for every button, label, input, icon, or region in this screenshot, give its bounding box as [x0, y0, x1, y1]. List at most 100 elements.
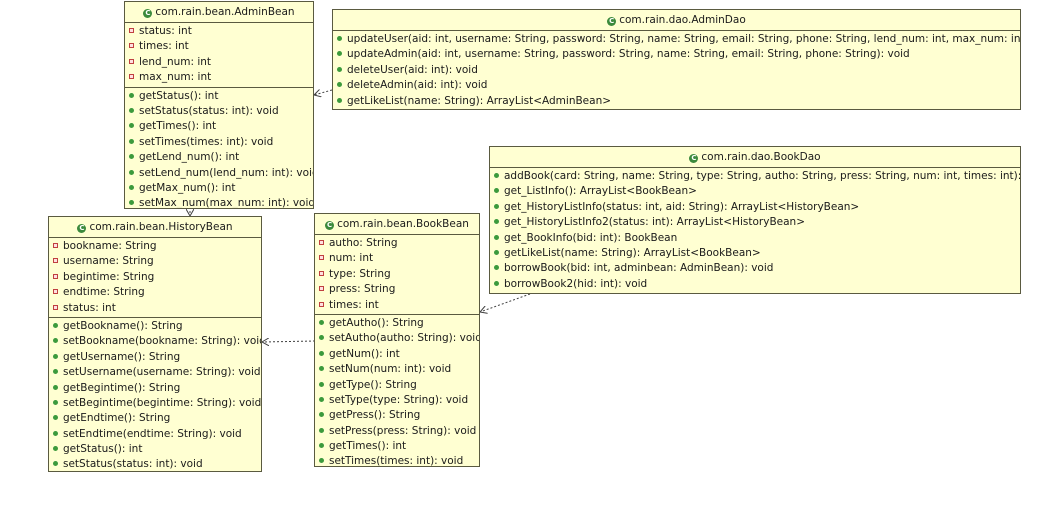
field-row[interactable]: endtime: String — [49, 285, 261, 300]
private-field-icon — [53, 243, 58, 248]
field-row[interactable]: username: String — [49, 254, 261, 269]
method-text: getUsername(): String — [63, 350, 181, 363]
public-method-icon — [319, 319, 324, 325]
method-row[interactable]: getAutho(): String — [315, 316, 479, 331]
field-row[interactable]: lend_num: int — [125, 55, 313, 70]
method-row[interactable]: setEndtime(endtime: String): void — [49, 427, 261, 442]
class-title: com.rain.dao.AdminDao — [619, 14, 746, 26]
method-row[interactable]: updateAdmin(aid: int, username: String, … — [333, 47, 1020, 62]
private-field-icon — [319, 301, 324, 307]
public-method-icon — [494, 219, 499, 225]
public-method-icon — [337, 36, 342, 41]
class-icon: C — [607, 17, 617, 26]
method-row[interactable]: get_BookInfo(bid: int): BookBean — [490, 231, 1020, 246]
field-row[interactable]: type: String — [315, 267, 479, 282]
method-row[interactable]: updateUser(aid: int, username: String, p… — [333, 32, 1020, 47]
field-text: lend_num: int — [139, 55, 212, 68]
field-text: max_num: int — [139, 71, 212, 84]
field-row[interactable]: begintime: String — [49, 270, 261, 285]
field-row[interactable]: times: int — [125, 39, 313, 54]
public-method-icon — [129, 123, 134, 129]
field-row[interactable]: status: int — [125, 24, 313, 39]
method-row[interactable]: setBookname(bookname: String): void — [49, 334, 261, 349]
public-method-icon — [129, 169, 134, 175]
method-row[interactable]: get_HistoryListInfo(status: int, aid: St… — [490, 200, 1020, 215]
public-method-icon — [53, 384, 58, 390]
method-row[interactable]: getLikeList(name: String): ArrayList<Adm… — [333, 94, 1020, 109]
field-row[interactable]: status: int — [49, 301, 261, 316]
class-icon: C — [325, 221, 335, 230]
method-text: addBook(card: String, name: String, type… — [504, 170, 1021, 182]
method-text: setStatus(status: int): void — [139, 104, 279, 117]
method-row[interactable]: getPress(): String — [315, 408, 479, 423]
field-text: press: String — [329, 283, 396, 296]
method-row[interactable]: getType(): String — [315, 378, 479, 393]
method-row[interactable]: getBegintime(): String — [49, 381, 261, 396]
method-row[interactable]: setUsername(username: String): void — [49, 365, 261, 380]
method-row[interactable]: setLend_num(lend_num: int): void — [125, 166, 313, 181]
field-row[interactable]: num: int — [315, 251, 479, 266]
method-row[interactable]: getUsername(): String — [49, 350, 261, 365]
method-row[interactable]: getNum(): int — [315, 347, 479, 362]
method-row[interactable]: addBook(card: String, name: String, type… — [490, 169, 1020, 184]
field-row[interactable]: autho: String — [315, 236, 479, 251]
methods-compartment: updateUser(aid: int, username: String, p… — [333, 31, 1020, 109]
field-row[interactable]: max_num: int — [125, 70, 313, 85]
method-row[interactable]: getTimes(): int — [125, 119, 313, 134]
public-method-icon — [129, 107, 134, 113]
public-method-icon — [53, 322, 58, 328]
method-row[interactable]: getStatus(): int — [49, 442, 261, 457]
public-method-icon — [53, 353, 58, 359]
method-row[interactable]: getStatus(): int — [125, 89, 313, 104]
method-row[interactable]: getLikeList(name: String): ArrayList<Boo… — [490, 246, 1020, 261]
method-row[interactable]: setAutho(autho: String): void — [315, 331, 479, 346]
method-text: setType(type: String): void — [329, 393, 469, 406]
field-row[interactable]: times: int — [315, 298, 479, 313]
public-method-icon — [53, 369, 58, 375]
method-row[interactable]: getBookname(): String — [49, 319, 261, 334]
private-field-icon — [53, 258, 58, 264]
method-row[interactable]: setPress(press: String): void — [315, 424, 479, 439]
class-title: com.rain.bean.BookBean — [337, 218, 469, 230]
method-row[interactable]: get_ListInfo(): ArrayList<BookBean> — [490, 184, 1020, 199]
method-row[interactable]: setTimes(times: int): void — [125, 135, 313, 150]
method-row[interactable]: setStatus(status: int): void — [125, 104, 313, 119]
method-text: getStatus(): int — [63, 443, 143, 456]
method-row[interactable]: setMax_num(max_num: int): void — [125, 196, 313, 208]
field-text: times: int — [139, 40, 189, 53]
method-row[interactable]: get_HistoryListInfo2(status: int): Array… — [490, 215, 1020, 230]
method-row[interactable]: getMax_num(): int — [125, 181, 313, 196]
method-text: getStatus(): int — [139, 89, 219, 102]
method-text: borrowBook(bid: int, adminbean: AdminBea… — [504, 262, 774, 275]
method-row[interactable]: setTimes(times: int): void — [315, 454, 479, 466]
method-row[interactable]: deleteAdmin(aid: int): void — [333, 78, 1020, 93]
method-row[interactable]: borrowBook(bid: int, adminbean: AdminBea… — [490, 261, 1020, 276]
method-row[interactable]: deleteUser(aid: int): void — [333, 63, 1020, 78]
method-row[interactable]: getEndtime(): String — [49, 411, 261, 426]
method-row[interactable]: setType(type: String): void — [315, 393, 479, 408]
public-method-icon — [319, 427, 324, 433]
method-text: getTimes(): int — [139, 120, 217, 133]
method-row[interactable]: getTimes(): int — [315, 439, 479, 454]
method-text: get_BookInfo(bid: int): BookBean — [504, 231, 678, 244]
method-row[interactable]: setBegintime(begintime: String): void — [49, 396, 261, 411]
public-method-icon — [53, 430, 58, 436]
field-row[interactable]: press: String — [315, 282, 479, 297]
field-row[interactable]: bookname: String — [49, 239, 261, 254]
method-row[interactable]: setNum(num: int): void — [315, 362, 479, 377]
method-row[interactable]: borrowBook2(hid: int): void — [490, 277, 1020, 292]
public-method-icon — [129, 154, 134, 160]
class-icon: C — [689, 154, 699, 163]
public-method-icon — [494, 249, 499, 255]
method-row[interactable]: setStatus(status: int): void — [49, 457, 261, 471]
public-method-icon — [494, 265, 499, 271]
method-row[interactable]: getLend_num(): int — [125, 150, 313, 165]
